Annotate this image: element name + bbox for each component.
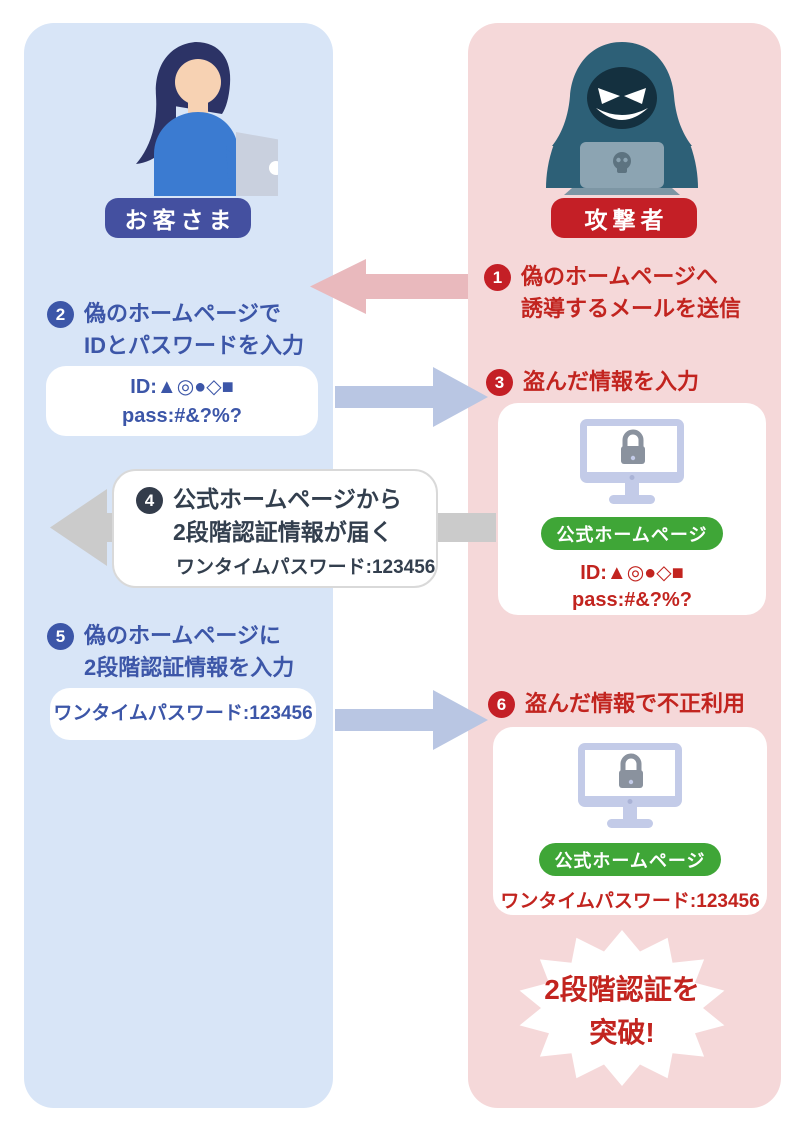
credentials-id-line: ID:▲◎●◇■	[130, 376, 234, 398]
stolen-pass-line: pass:#&?%?	[571, 589, 693, 611]
step1-line2: 誘導するメールを送信	[521, 296, 742, 321]
laptop-screen-icon	[236, 132, 278, 196]
hacker-laptop-base-icon	[564, 188, 680, 195]
step2-label: 2 偽のホームページで IDとパスワードを入力	[47, 298, 304, 362]
step4-number-badge: 4	[136, 487, 163, 514]
step6-line1: 盗んだ情報で不正利用	[525, 691, 746, 716]
credentials-pass-line: pass:#&?%?	[121, 405, 243, 427]
official-site-card-top: 公式ホームページ ID:▲◎●◇■ pass:#&?%?	[498, 403, 766, 615]
monitor-lock-icon	[578, 743, 682, 828]
step4-otp-line: ワンタイムパスワード:123456	[176, 557, 436, 578]
monitor-lock-icon	[580, 419, 684, 504]
attacker-badge: 攻撃者	[551, 198, 697, 238]
arrow-left-step1-icon	[310, 259, 468, 314]
woman-at-laptop-illustration	[136, 42, 278, 196]
step4-line2: 2段階認証情報が届く	[173, 519, 393, 545]
woman-hair-icon	[136, 42, 196, 164]
step3-number-badge: 3	[486, 369, 513, 396]
official-site-card-bottom: 公式ホームページ ワンタイムパスワード:123456	[493, 727, 767, 915]
step1-number-badge: 1	[484, 264, 511, 291]
official-site-badge: 公式ホームページ	[539, 843, 721, 876]
bypass-starburst: 2段階認証を 突破!	[514, 928, 730, 1090]
step2-number-badge: 2	[47, 301, 74, 328]
woman-neck-icon	[188, 98, 208, 114]
official-site-badge: 公式ホームページ	[541, 517, 723, 550]
burst-line2: 突破!	[589, 1016, 655, 1048]
hacker-eye-right-icon	[624, 88, 646, 104]
stolen-credentials-box: ID:▲◎●◇■ pass:#&?%?	[46, 366, 318, 436]
step3-label: 3 盗んだ情報を入力	[486, 366, 699, 398]
hacker-illustration	[546, 42, 698, 195]
step4-line1: 公式ホームページから	[173, 486, 402, 512]
arrow-right-step2-icon	[335, 367, 488, 427]
customer-badge: お客さま	[105, 198, 251, 238]
otp-box: ワンタイムパスワード:123456	[50, 688, 316, 740]
step2-line2: IDとパスワードを入力	[84, 333, 305, 358]
step1-line1: 偽のホームページへ	[521, 264, 718, 289]
burst-line1: 2段階認証を	[544, 973, 700, 1005]
step1-label: 1 偽のホームページへ 誘導するメールを送信	[484, 261, 741, 325]
step2-line1: 偽のホームページで	[84, 301, 281, 326]
skull-icon	[613, 152, 631, 173]
woman-face-icon	[175, 59, 221, 105]
woman-body-icon	[154, 112, 238, 196]
step6-label: 6 盗んだ情報で不正利用	[488, 688, 745, 720]
step5-number-badge: 5	[47, 623, 74, 650]
stolen-id-line: ID:▲◎●◇■	[580, 562, 684, 584]
step6-number-badge: 6	[488, 691, 515, 718]
step5-label: 5 偽のホームページに 2段階認証情報を入力	[47, 620, 294, 684]
laptop-logo-dot-icon	[269, 161, 278, 175]
hacker-eye-left-icon	[598, 88, 620, 104]
arrow-right-step5-icon	[335, 690, 488, 750]
misused-otp-line: ワンタイムパスワード:123456	[500, 891, 760, 912]
starburst-icon	[519, 930, 725, 1086]
step4-notice-box: 4 公式ホームページから 2段階認証情報が届く ワンタイムパスワード:12345…	[112, 469, 438, 588]
hacker-grin-icon	[596, 108, 648, 120]
step5-line2: 2段階認証情報を入力	[84, 655, 295, 680]
step3-line1: 盗んだ情報を入力	[523, 369, 700, 394]
step5-line1: 偽のホームページに	[84, 623, 281, 648]
